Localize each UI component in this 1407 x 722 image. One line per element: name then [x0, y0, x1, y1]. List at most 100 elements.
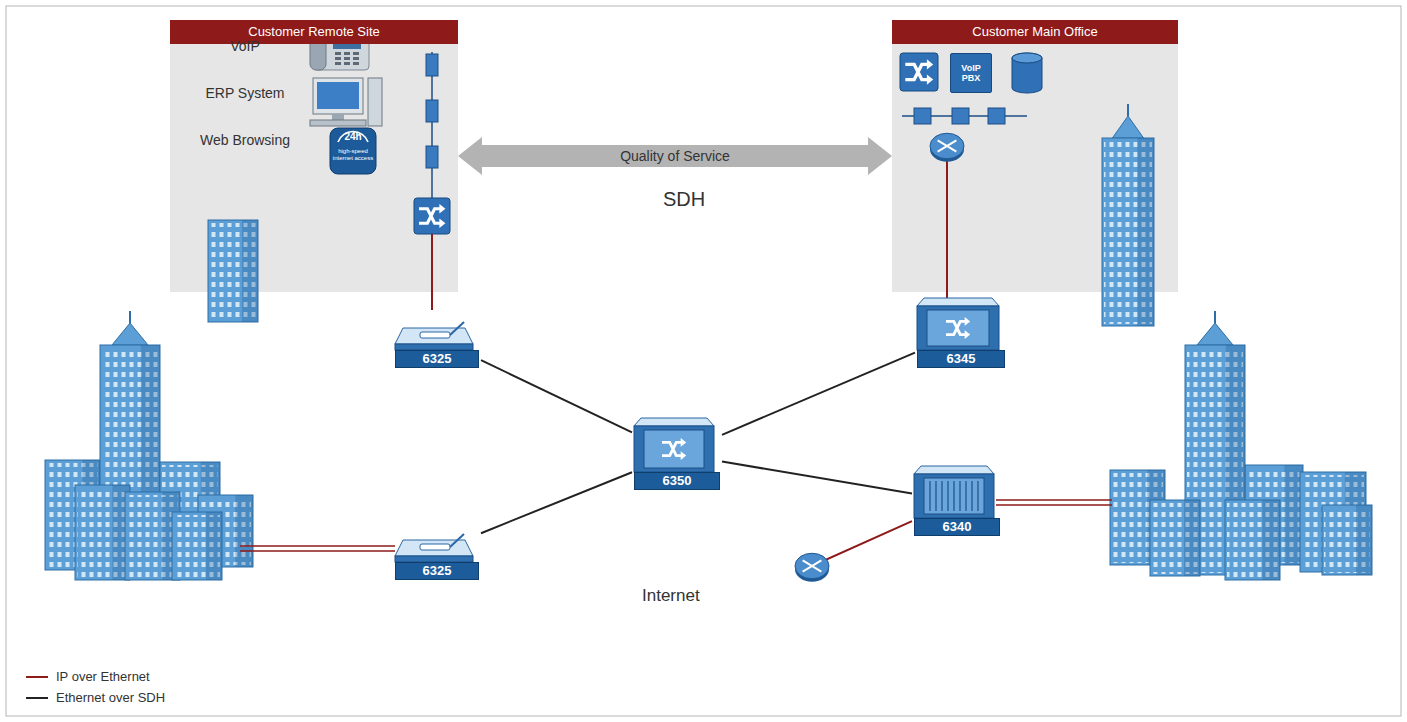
- phone-key: [353, 62, 359, 65]
- cross-arrows: [419, 204, 445, 228]
- text-label: 24h: [333, 131, 373, 142]
- phone-key: [335, 57, 341, 60]
- panel-heading: Customer Main Office: [892, 20, 1178, 44]
- ethernet-line: [431, 234, 433, 292]
- building-body: [1150, 500, 1200, 576]
- legend-row: Ethernet over SDH: [24, 687, 165, 708]
- keyboard: [310, 120, 366, 126]
- device-slot: [953, 481, 954, 511]
- ethernet-line: [946, 160, 948, 292]
- device-front: [914, 474, 994, 518]
- device-top: [395, 328, 473, 344]
- pc-tower: [368, 78, 382, 126]
- monitor: [313, 78, 363, 114]
- device-slot: [929, 481, 930, 511]
- legend-text: Ethernet over SDH: [56, 690, 165, 705]
- building-body: [1102, 138, 1154, 326]
- building: [75, 485, 130, 580]
- building-body: [75, 485, 130, 580]
- legend: IP over EthernetEthernet over SDH: [24, 666, 165, 708]
- legend-row: IP over Ethernet: [24, 666, 165, 687]
- sdh-device: 6350: [632, 418, 722, 490]
- device-slot: [935, 481, 936, 511]
- arrow-head: [439, 218, 445, 228]
- device-front: [917, 306, 999, 350]
- antenna: [1127, 104, 1129, 116]
- network-link: [481, 360, 632, 432]
- phone-key: [344, 52, 350, 55]
- building: [172, 512, 222, 580]
- network-link: [431, 292, 433, 310]
- cloud-shape: [411, 196, 1010, 546]
- arrow-head: [965, 330, 971, 339]
- edge-label: Quality of Service: [614, 147, 736, 165]
- legend-line-sample: [24, 693, 50, 703]
- panel-title: Customer Remote Site: [170, 20, 458, 44]
- device-top: [395, 540, 473, 556]
- text-label: Web Browsing: [185, 133, 305, 148]
- network-link: [946, 292, 948, 298]
- arrow-path: [419, 209, 441, 223]
- device-front: [634, 426, 714, 472]
- router-icon: [930, 133, 964, 159]
- device-top: [914, 466, 994, 474]
- text-label: VoIP: [185, 39, 305, 54]
- network-link: [722, 353, 915, 435]
- device-number-band: 6325: [395, 562, 479, 580]
- sdh-device: 6325: [393, 522, 481, 580]
- network-cloud: Internet: [572, 548, 805, 643]
- device-number-band: 6325: [395, 350, 479, 368]
- qos-double-arrow: [458, 137, 892, 175]
- device-slot: [977, 481, 978, 511]
- cloud-shape: [581, 561, 799, 638]
- router-icon: [795, 553, 829, 579]
- network-link: [481, 472, 632, 533]
- chain-block: [426, 146, 438, 168]
- device-slot: [959, 481, 960, 511]
- connector: [458, 137, 892, 175]
- building: [1102, 104, 1154, 326]
- building-body: [172, 512, 222, 580]
- switch-icon: [900, 53, 938, 91]
- monitor-screen: [317, 82, 359, 109]
- connector: [722, 353, 915, 435]
- arrow-head: [965, 317, 971, 326]
- cross-arrows: [662, 438, 686, 460]
- device-number: 6325: [396, 563, 478, 579]
- site-panel: Customer Remote Site: [170, 20, 458, 292]
- internet-icon: [330, 128, 376, 174]
- pbx-box: VoIP PBX: [950, 53, 992, 93]
- cloud-label: Internet: [642, 586, 700, 606]
- device-number: 6340: [915, 519, 999, 535]
- device-slot: [941, 481, 942, 511]
- building-spire: [112, 323, 148, 345]
- building-shade: [1356, 505, 1372, 575]
- network-link: [722, 462, 912, 494]
- ethernet-line: [240, 550, 395, 552]
- building: [1322, 505, 1372, 575]
- device-panel: [924, 478, 984, 514]
- text-label: ERP System: [185, 86, 305, 101]
- cross-arrows: [905, 59, 933, 84]
- connector: [432, 292, 433, 310]
- building: [208, 220, 258, 322]
- building-shade: [1184, 500, 1200, 576]
- building-spire: [1197, 323, 1233, 345]
- device-panel: [644, 430, 704, 468]
- arrow-head: [439, 204, 445, 214]
- device-top: [917, 298, 999, 306]
- connector: [722, 462, 912, 494]
- building-shade: [1262, 500, 1280, 580]
- device-cable: [450, 534, 464, 547]
- device-slot: [947, 481, 948, 511]
- arrow-path: [662, 442, 682, 455]
- device-number-band: 6340: [914, 518, 1000, 536]
- device-number: 6325: [396, 351, 478, 367]
- ethernet-line: [996, 504, 1112, 506]
- connector: [481, 472, 632, 533]
- device-number: 6345: [918, 351, 1004, 367]
- database-top: [1012, 53, 1042, 63]
- legend-text: IP over Ethernet: [56, 669, 150, 684]
- chain-block: [952, 108, 969, 124]
